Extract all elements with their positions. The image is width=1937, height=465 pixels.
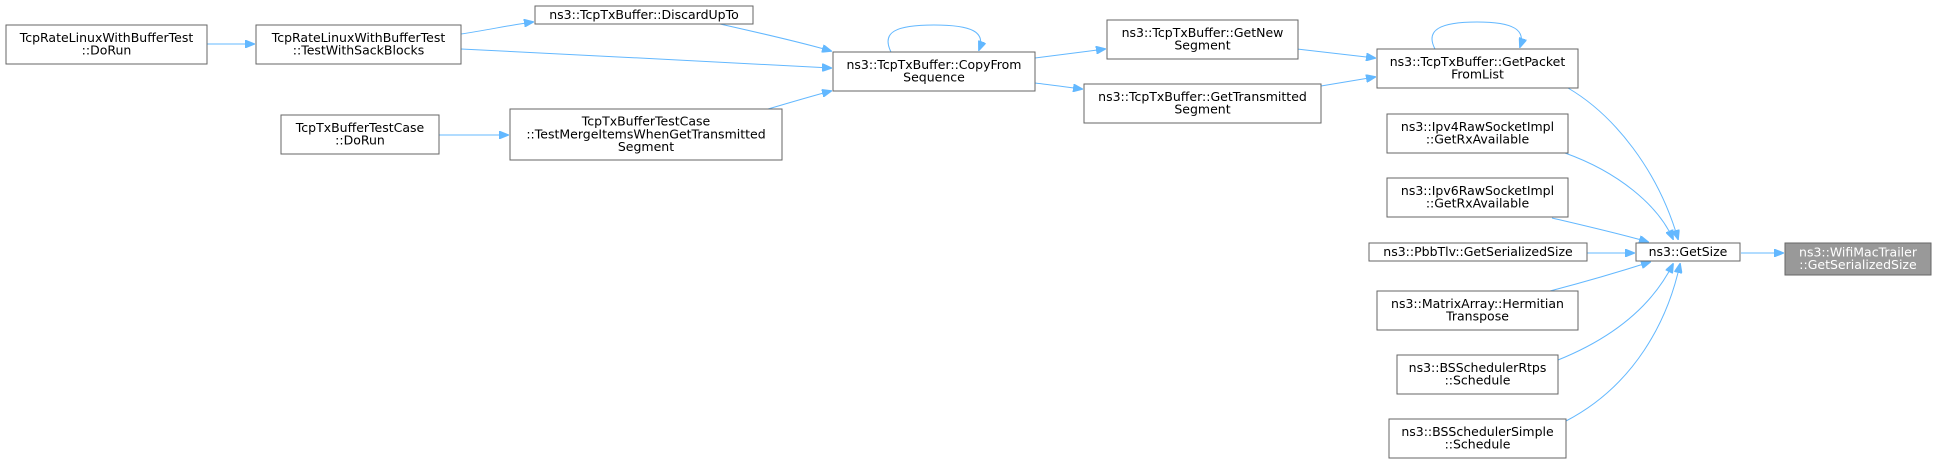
edge-matrix-to-getsize: [1549, 262, 1650, 292]
node-label-line: ::DoRun: [82, 43, 132, 58]
node-label-line: ::GetRxAvailable: [1426, 132, 1530, 147]
node-label-line: ns3::BSSchedulerRtps: [1409, 360, 1547, 375]
node-ipv6[interactable]: ns3::Ipv6RawSocketImpl::GetRxAvailable: [1386, 177, 1569, 218]
edge-getpacket-to-getsize: [1567, 87, 1678, 239]
edge-getpacket-to-getpacket: [1431, 21, 1521, 50]
node-label-line: ns3::MatrixArray::Hermitian: [1391, 296, 1564, 311]
nodes-layer: ns3::WifiMacTrailer::GetSerializedSizens…: [5, 5, 1932, 459]
edge-copyfrom-to-getnew: [1034, 49, 1105, 59]
node-box: [1083, 83, 1322, 124]
node-label-line: ns3::PbbTlv::GetSerializedSize: [1383, 244, 1573, 259]
node-label-line: ::TestWithSackBlocks: [293, 43, 424, 58]
node-box: [1376, 48, 1579, 89]
node-box: [509, 108, 783, 161]
edges-layer: [207, 21, 1783, 422]
node-label-line: ns3::GetSize: [1649, 244, 1728, 259]
node-label-line: ::GetSerializedSize: [1799, 257, 1917, 272]
edge-bsrtps-to-getsize: [1557, 264, 1673, 361]
edge-merge-to-copyfrom: [767, 91, 831, 110]
node-label-line: ns3::TcpTxBuffer::GetNew: [1122, 25, 1284, 40]
node-label-line: ns3::Ipv6RawSocketImpl: [1401, 183, 1554, 198]
node-bssimple[interactable]: ns3::BSSchedulerSimple::Schedule: [1388, 418, 1567, 459]
edge-gettrans-to-getpacket: [1320, 77, 1375, 87]
node-label-line: ::GetRxAvailable: [1426, 196, 1530, 211]
node-box: [1368, 242, 1588, 262]
node-discard[interactable]: ns3::TcpTxBuffer::DiscardUpTo: [534, 5, 754, 25]
edge-ipv4-to-getsize: [1564, 152, 1673, 239]
node-box: [1386, 113, 1569, 154]
node-label-line: ns3::TcpTxBuffer::GetPacket: [1390, 54, 1566, 69]
edge-sackblocks-to-discard: [460, 22, 533, 35]
node-label-line: ns3::BSSchedulerSimple: [1401, 424, 1554, 439]
node-box: [5, 24, 208, 65]
node-label-line: ::TestMergeItemsWhenGetTransmitted: [526, 126, 765, 141]
node-ipv4[interactable]: ns3::Ipv4RawSocketImpl::GetRxAvailable: [1386, 113, 1569, 154]
node-label-line: Segment: [618, 139, 674, 154]
node-box: [1784, 242, 1932, 276]
node-box: [1396, 354, 1559, 395]
node-label-line: ns3::WifiMacTrailer: [1799, 245, 1918, 260]
node-box: [255, 24, 462, 65]
edge-bssimple-to-getsize: [1565, 264, 1680, 422]
node-box: [1635, 242, 1741, 262]
node-box: [832, 51, 1036, 92]
node-label-line: TcpRateLinuxWithBufferTest: [19, 30, 194, 45]
edge-ipv6-to-getsize: [1551, 217, 1648, 242]
edge-discard-to-copyfrom: [719, 23, 831, 51]
node-box: [1376, 290, 1579, 331]
node-getsize[interactable]: ns3::GetSize: [1635, 242, 1741, 262]
node-label-line: ns3::TcpTxBuffer::DiscardUpTo: [549, 7, 739, 22]
node-label-line: Sequence: [903, 70, 965, 85]
node-sackblocks[interactable]: TcpRateLinuxWithBufferTest::TestWithSack…: [255, 24, 462, 65]
edge-getnew-to-getpacket: [1296, 48, 1375, 58]
node-rootsize[interactable]: ns3::WifiMacTrailer::GetSerializedSize: [1784, 242, 1932, 276]
edge-sackblocks-to-copyfrom: [460, 48, 831, 68]
node-pbbtlv[interactable]: ns3::PbbTlv::GetSerializedSize: [1368, 242, 1588, 262]
edge-copyfrom-to-gettrans: [1034, 82, 1082, 89]
node-label-line: TcpTxBufferTestCase: [295, 120, 425, 135]
node-label-line: ns3::Ipv4RawSocketImpl: [1401, 119, 1554, 134]
node-box: [534, 5, 754, 25]
node-label-line: ns3::TcpTxBuffer::CopyFrom: [847, 57, 1022, 72]
node-box: [280, 114, 440, 155]
node-label-line: ns3::TcpTxBuffer::GetTransmitted: [1098, 89, 1307, 104]
node-box: [1386, 177, 1569, 218]
node-box: [1106, 19, 1299, 60]
node-testcasedorun[interactable]: TcpTxBufferTestCase::DoRun: [280, 114, 440, 155]
node-label-line: ::Schedule: [1445, 373, 1511, 388]
node-label-line: Segment: [1174, 38, 1230, 53]
node-label-line: ::Schedule: [1445, 437, 1511, 452]
node-label-line: TcpTxBufferTestCase: [581, 114, 711, 129]
node-merge[interactable]: TcpTxBufferTestCase::TestMergeItemsWhenG…: [509, 108, 783, 161]
node-label-line: Segment: [1174, 102, 1230, 117]
node-label-line: ::DoRun: [335, 133, 385, 148]
node-bsrtps[interactable]: ns3::BSSchedulerRtps::Schedule: [1396, 354, 1559, 395]
node-label-line: TcpRateLinuxWithBufferTest: [271, 30, 446, 45]
node-label-line: Transpose: [1445, 309, 1509, 324]
node-label-line: FromList: [1451, 67, 1504, 82]
node-ratedorun[interactable]: TcpRateLinuxWithBufferTest::DoRun: [5, 24, 208, 65]
edge-copyfrom-to-copyfrom: [887, 24, 981, 53]
node-box: [1388, 418, 1567, 459]
